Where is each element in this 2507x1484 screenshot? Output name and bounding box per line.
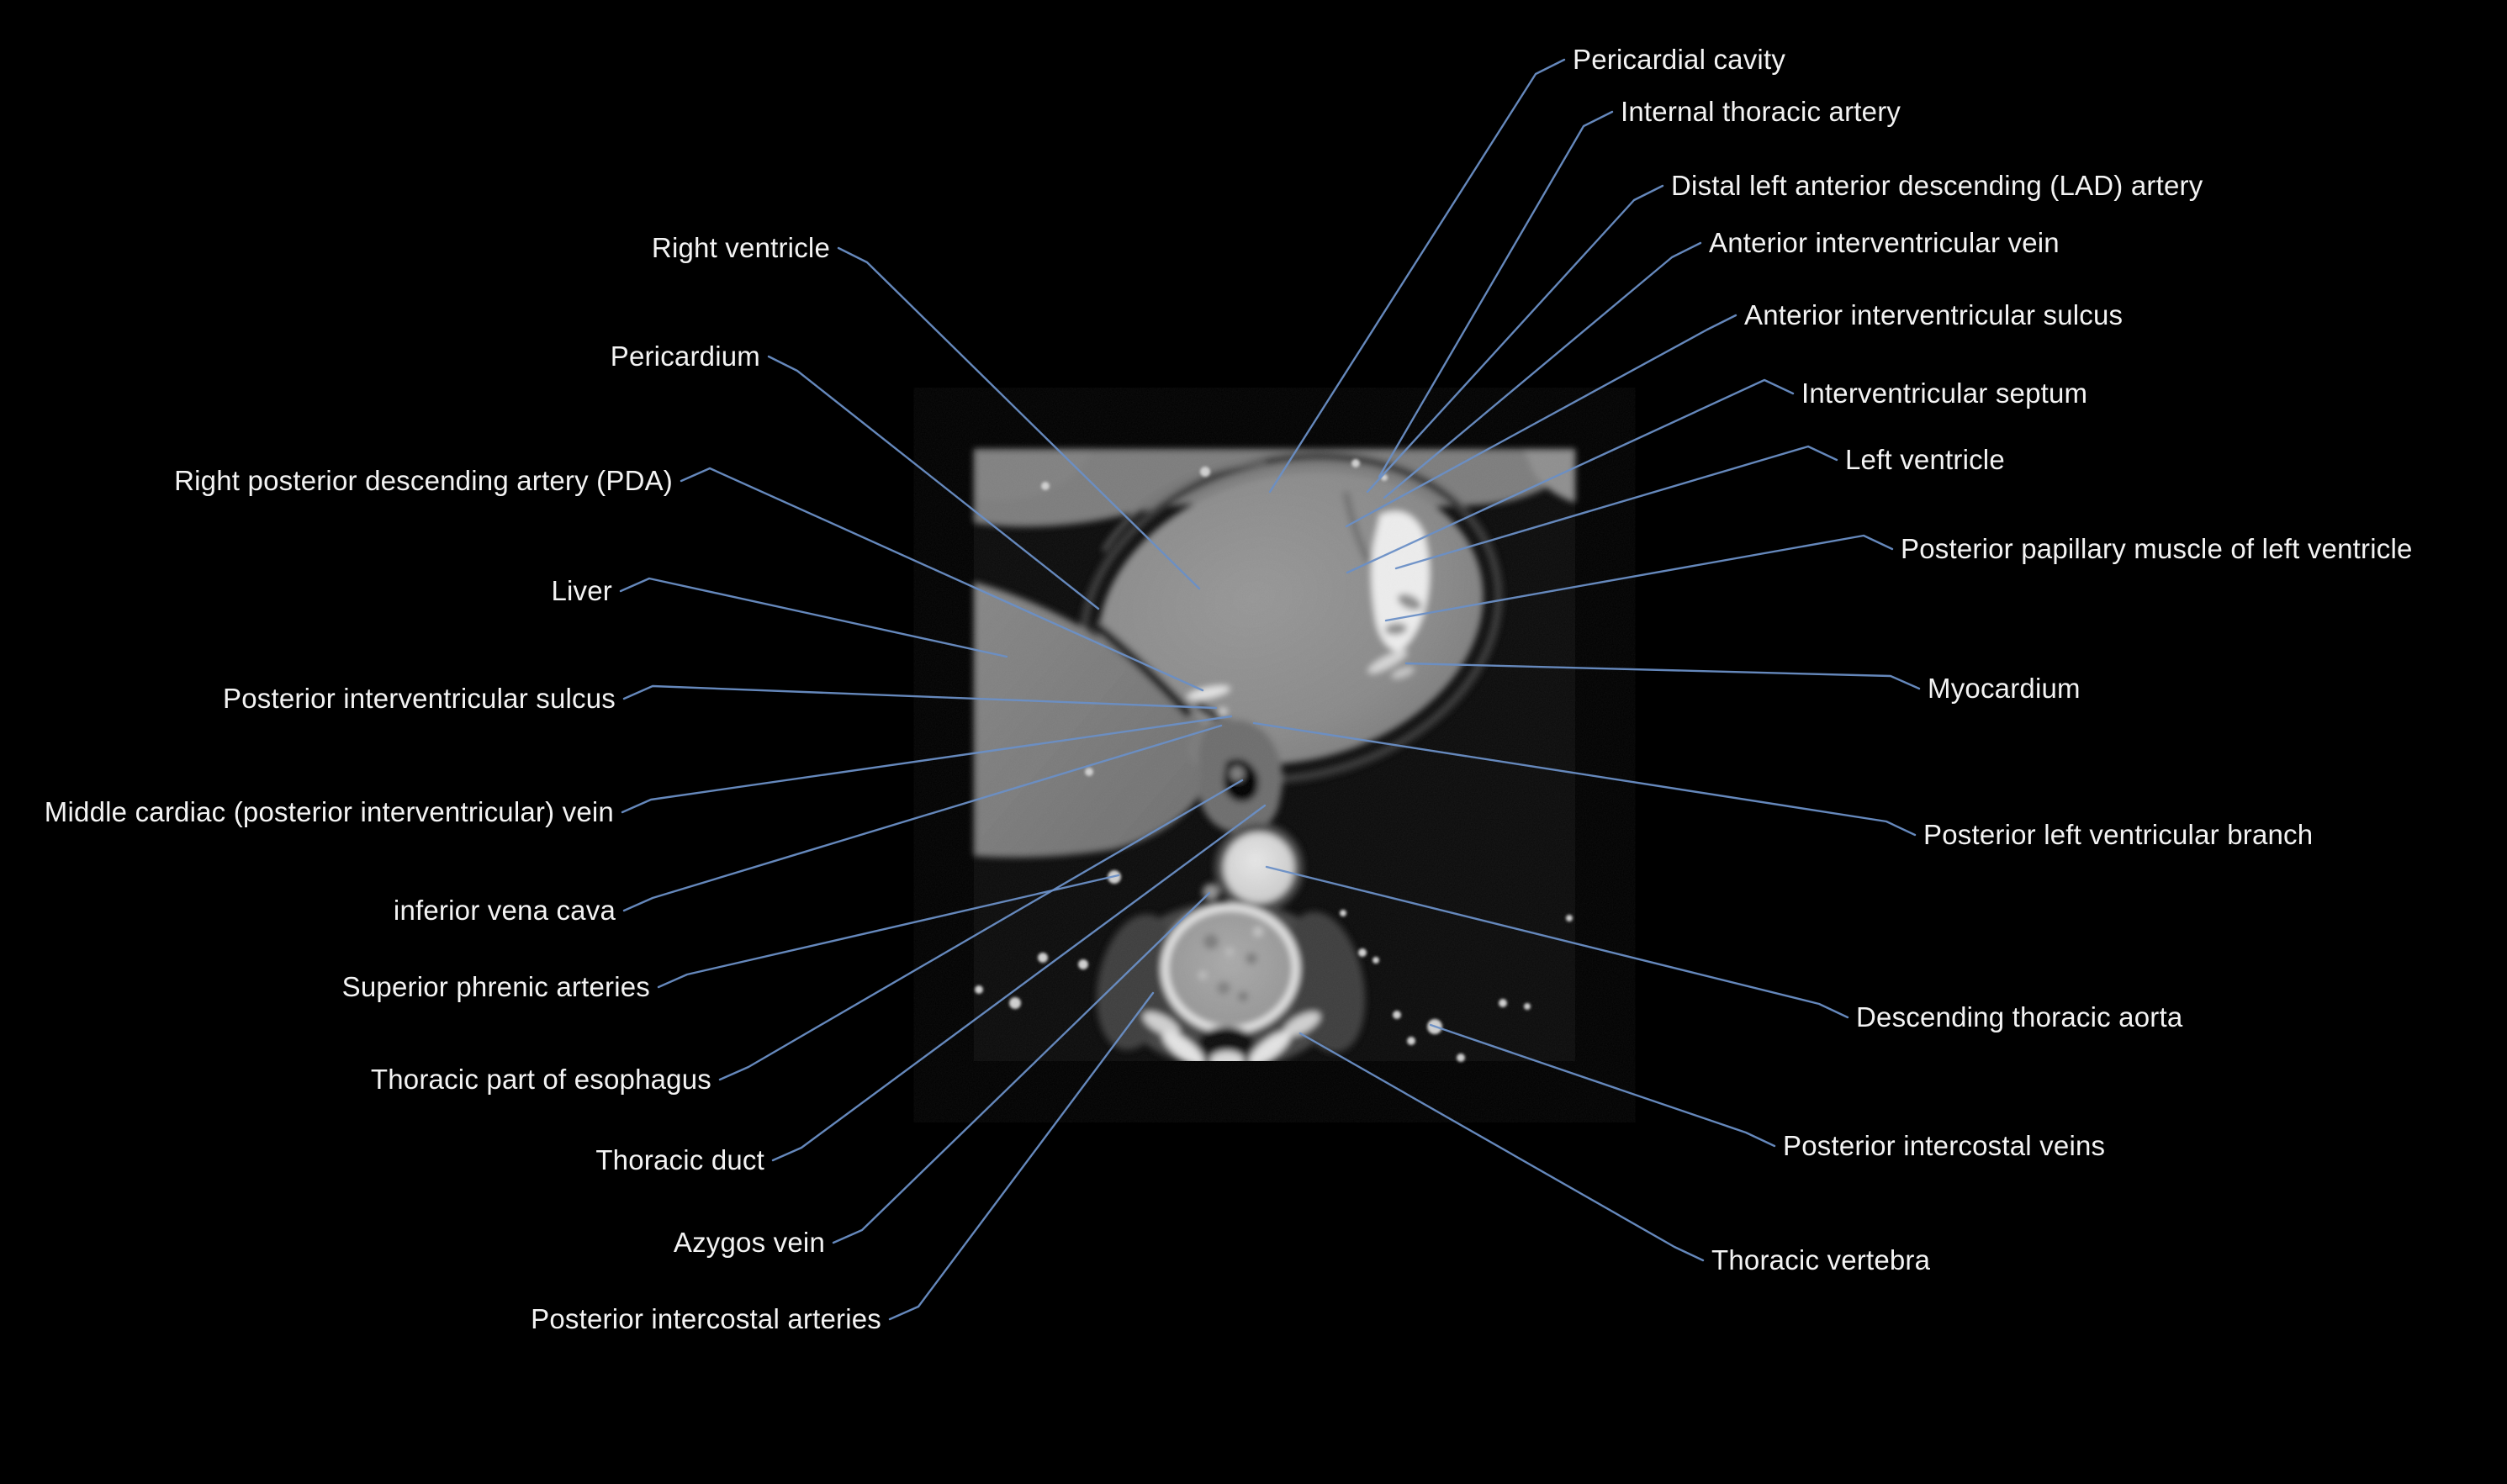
annotation-label: Liver: [551, 575, 612, 606]
leader-line: [1378, 110, 1614, 478]
annotation-label: Thoracic vertebra: [1711, 1244, 1931, 1275]
annotation-label: Anterior interventricular vein: [1709, 227, 2060, 258]
leader-line: [1265, 865, 1849, 1019]
leader-line: [1429, 1023, 1776, 1148]
leader-line: [1384, 534, 1894, 622]
leader-line: [619, 577, 1008, 658]
annotation-label: Thoracic duct: [595, 1144, 764, 1175]
leader-line: [767, 355, 1100, 610]
annotation-label: Middle cardiac (posterior interventricul…: [44, 796, 614, 827]
annotation-label: Posterior interventricular sulcus: [223, 683, 616, 714]
annotation-label: Posterior intercostal veins: [1783, 1130, 2106, 1161]
leader-line: [888, 991, 1155, 1321]
leader-line: [1345, 314, 1737, 528]
leader-line: [718, 779, 1244, 1081]
annotation-label: Pericardium: [610, 341, 760, 372]
leader-line: [1346, 378, 1795, 574]
leader-line: [622, 724, 1223, 912]
leader-line: [1252, 721, 1917, 837]
annotation-label: Pericardial cavity: [1573, 44, 1786, 75]
annotation-label: Distal left anterior descending (LAD) ar…: [1671, 170, 2203, 201]
annotation-label: Anterior interventricular sulcus: [1744, 299, 2124, 330]
leader-line: [771, 804, 1267, 1162]
annotation-label: Posterior intercostal arteries: [531, 1303, 881, 1334]
annotation-label: Superior phrenic arteries: [341, 971, 650, 1002]
leader-line: [1366, 184, 1664, 494]
annotation-label: Left ventricle: [1845, 444, 2005, 475]
leader-line: [622, 684, 1218, 710]
annotation-label: Thoracic part of esophagus: [370, 1064, 711, 1095]
leader-line: [1268, 58, 1566, 494]
annotation-label: Azygos vein: [673, 1227, 825, 1258]
annotation-label: Myocardium: [1928, 673, 2081, 704]
annotation-label: Right posterior descending artery (PDA): [174, 465, 673, 496]
annotation-label: Interventricular septum: [1801, 378, 2088, 409]
leader-line: [657, 874, 1120, 989]
slice-bottom-crop: [1051, 1061, 1430, 1179]
ct-noise: [974, 449, 1575, 1061]
leader-lines: [619, 58, 1921, 1321]
leader-line: [680, 467, 1204, 692]
annotation-label: Right ventricle: [651, 232, 830, 263]
leader-line: [1394, 445, 1838, 570]
leader-line: [1383, 241, 1702, 499]
annotation-label: Descending thoracic aorta: [1856, 1001, 2183, 1032]
leader-line: [1298, 1032, 1705, 1262]
annotation-label: inferior vena cava: [393, 895, 616, 926]
annotation-label: Internal thoracic artery: [1621, 96, 1901, 127]
leader-line: [1404, 662, 1921, 690]
leader-line: [832, 891, 1211, 1244]
annotation-label: Posterior left ventricular branch: [1923, 819, 2314, 850]
leader-line: [837, 246, 1201, 590]
annotation-label: Posterior papillary muscle of left ventr…: [1901, 533, 2413, 564]
leader-line: [621, 715, 1233, 814]
